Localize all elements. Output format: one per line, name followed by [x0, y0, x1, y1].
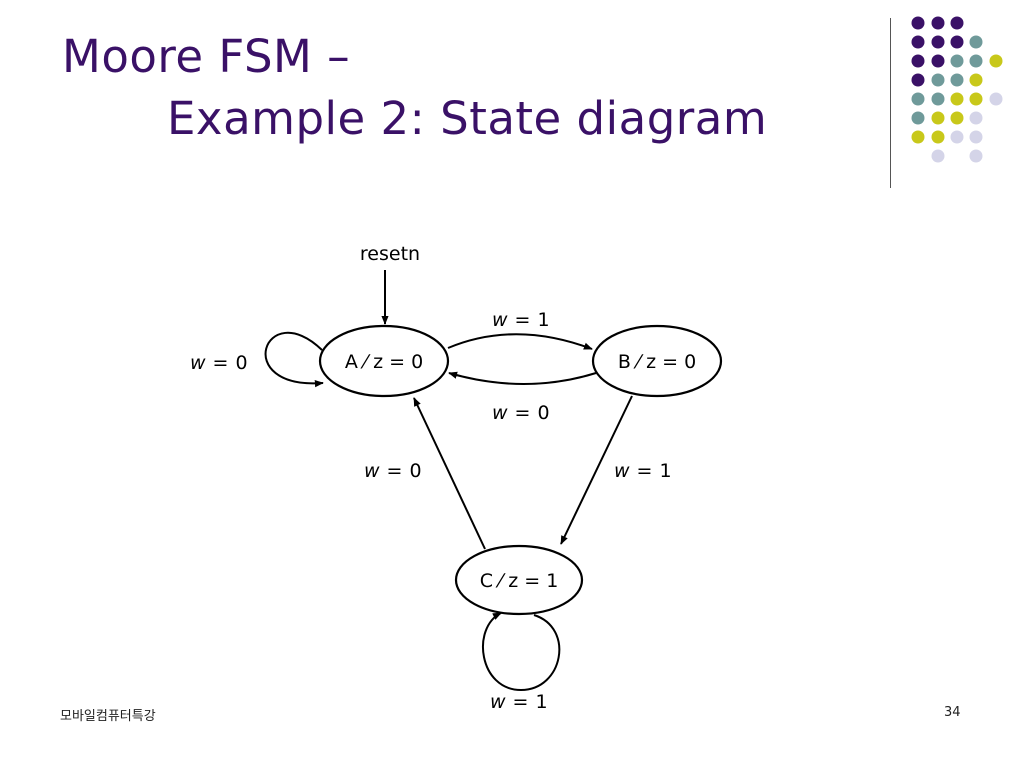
label-c-to-c-eq: = — [513, 691, 529, 713]
dot — [989, 54, 1003, 68]
state-c-output: z = 1 — [508, 570, 558, 592]
label-c-to-a-val: 0 — [409, 460, 421, 482]
label-b-to-c: w = 1 — [614, 460, 672, 482]
transition-a-to-a — [264, 331, 324, 388]
dot — [969, 92, 983, 106]
label-a-to-a-val: 0 — [235, 352, 247, 374]
dot — [989, 92, 1003, 106]
svg-text:A ⁄ z = 0: A ⁄ z = 0 — [345, 351, 423, 373]
label-b-to-a-val: 0 — [537, 402, 549, 424]
dot — [911, 130, 925, 144]
label-b-to-a: w = 0 — [492, 402, 550, 424]
label-a-to-a-eq: = — [213, 352, 229, 374]
decorative-dot-grid — [911, 16, 1003, 163]
state-b-slash: ⁄ — [631, 351, 646, 373]
transition-b-to-a — [448, 371, 597, 385]
dot — [969, 35, 983, 49]
state-c: C ⁄ z = 1 — [454, 544, 584, 616]
label-a-to-b-eq: = — [515, 309, 531, 331]
dot — [911, 111, 925, 125]
dot — [969, 73, 983, 87]
label-c-to-c-var: w — [490, 691, 506, 713]
label-c-to-a: w = 0 — [364, 460, 422, 482]
state-b: B ⁄ z = 0 — [591, 324, 723, 398]
label-a-to-b-var: w — [492, 309, 508, 331]
svg-text:B ⁄ z = 0: B ⁄ z = 0 — [618, 351, 696, 373]
slide-title: Moore FSM – Example 2: State diagram — [62, 26, 767, 150]
dot — [931, 73, 945, 87]
label-a-to-b: w = 1 — [492, 309, 550, 331]
dot — [969, 111, 983, 125]
dot — [931, 111, 945, 125]
transition-c-to-c — [482, 612, 561, 692]
state-a-name: A — [345, 351, 358, 373]
dot — [911, 92, 925, 106]
dot — [931, 149, 945, 163]
label-b-to-c-eq: = — [637, 460, 653, 482]
label-a-to-a: w = 0 — [190, 352, 248, 374]
dot — [950, 111, 964, 125]
state-b-name: B — [618, 351, 631, 373]
dot — [911, 16, 925, 30]
label-a-to-a-var: w — [190, 352, 206, 374]
dot — [931, 54, 945, 68]
footer-course-name: 모바일컴퓨터특강 — [60, 709, 156, 724]
header-divider — [890, 18, 891, 188]
dot — [969, 54, 983, 68]
dot — [931, 16, 945, 30]
dot — [931, 35, 945, 49]
dot — [950, 35, 964, 49]
state-a: A ⁄ z = 0 — [318, 324, 450, 398]
dot — [911, 35, 925, 49]
dot — [950, 73, 964, 87]
state-b-output: z = 0 — [646, 351, 696, 373]
title-line-2: Example 2: State diagram — [167, 92, 768, 145]
dot — [950, 130, 964, 144]
label-a-to-b-val: 1 — [537, 309, 549, 331]
label-b-to-a-var: w — [492, 402, 508, 424]
transition-a-to-b — [447, 333, 593, 350]
dot — [931, 92, 945, 106]
reset-label: resetn — [360, 243, 420, 265]
label-c-to-c-val: 1 — [535, 691, 547, 713]
label-b-to-a-eq: = — [515, 402, 531, 424]
title-line-1: Moore FSM – — [62, 30, 351, 83]
label-c-to-a-eq: = — [387, 460, 403, 482]
label-c-to-c: w = 1 — [490, 691, 548, 713]
dot — [969, 130, 983, 144]
label-b-to-c-val: 1 — [659, 460, 671, 482]
dot — [931, 130, 945, 144]
dot — [911, 54, 925, 68]
dot — [950, 16, 964, 30]
label-c-to-a-var: w — [364, 460, 380, 482]
state-c-name: C — [480, 570, 493, 592]
transition-c-to-a — [413, 397, 486, 550]
state-a-slash: ⁄ — [358, 351, 373, 373]
state-a-output: z = 0 — [373, 351, 423, 373]
label-b-to-c-var: w — [614, 460, 630, 482]
svg-text:C ⁄ z = 1: C ⁄ z = 1 — [480, 570, 559, 592]
dot — [950, 54, 964, 68]
footer-page-number: 34 — [944, 705, 961, 720]
transition-b-to-c — [560, 395, 633, 545]
state-c-slash: ⁄ — [493, 570, 508, 592]
dot — [950, 92, 964, 106]
dot — [911, 73, 925, 87]
dot — [969, 149, 983, 163]
